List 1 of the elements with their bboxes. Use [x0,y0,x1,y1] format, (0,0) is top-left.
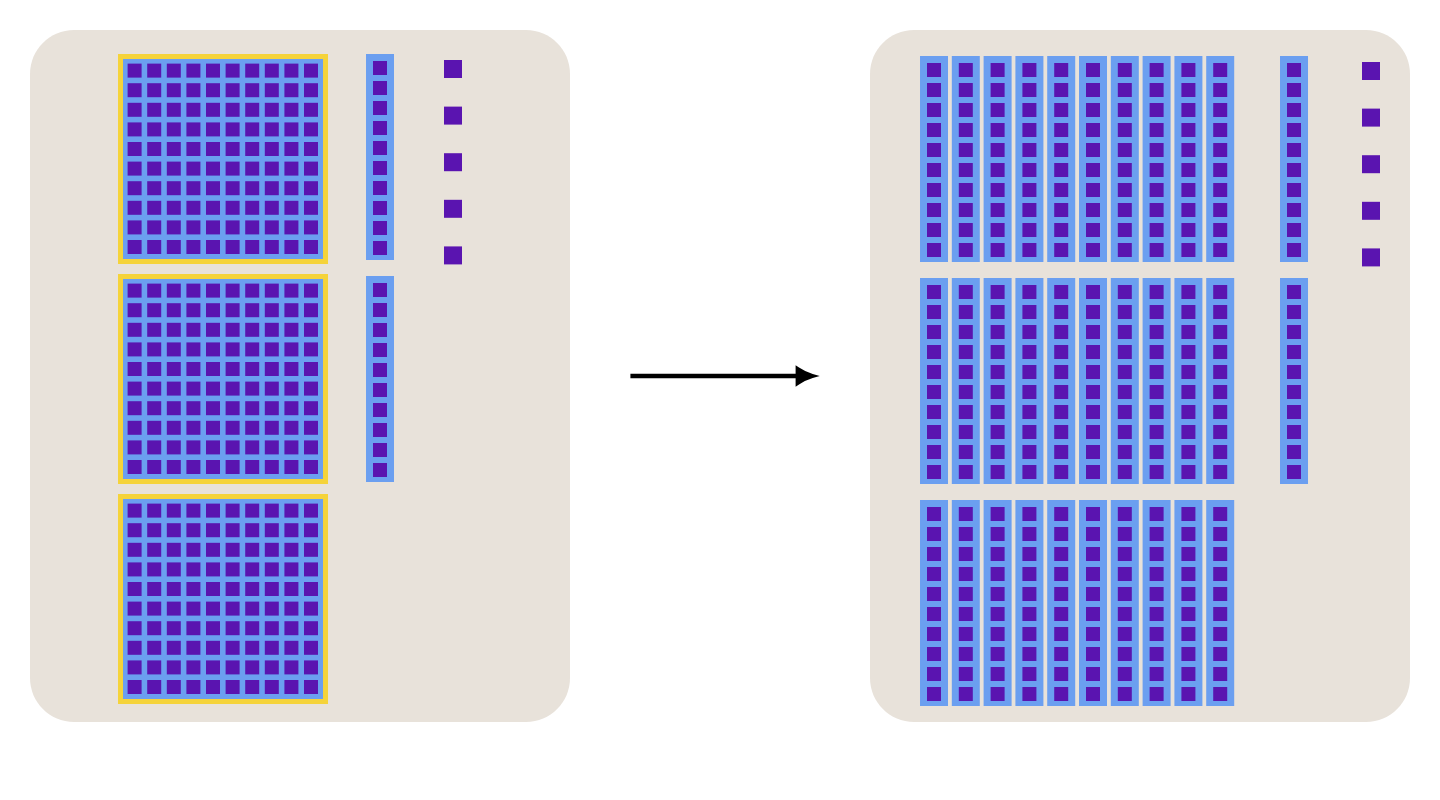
arrow [630,367,815,385]
